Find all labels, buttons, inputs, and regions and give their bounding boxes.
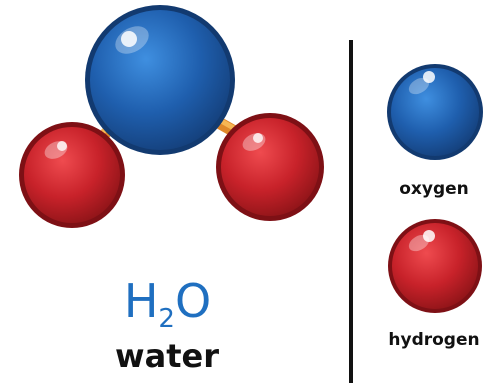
oxygen-atom <box>85 5 235 155</box>
formula-element-h: H <box>123 274 159 328</box>
legend-oxygen-icon <box>387 64 483 160</box>
molecule-formula: H2O <box>112 276 222 334</box>
legend-oxygen-label: oxygen <box>399 179 469 199</box>
formula-subscript: 2 <box>158 304 175 334</box>
legend-hydrogen-label: hydrogen <box>388 330 480 350</box>
hydrogen-atom-left <box>19 122 125 228</box>
legend-hydrogen-icon <box>388 219 482 313</box>
hydrogen-atom-right <box>216 113 324 221</box>
molecule-name: water <box>115 337 219 375</box>
formula-element-o: O <box>174 274 211 328</box>
